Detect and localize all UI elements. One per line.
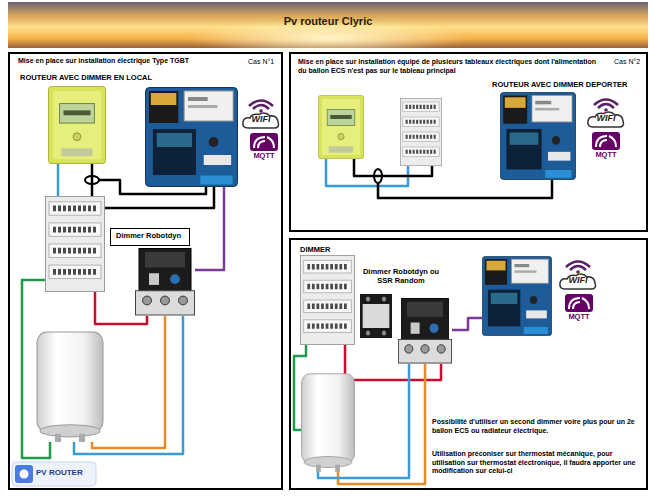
- case-number: Cas N°1: [248, 58, 280, 67]
- router-board: [500, 92, 575, 179]
- mqtt-icon: [592, 132, 620, 150]
- signal-wire: [195, 187, 224, 270]
- mqtt-label: MQTT: [243, 152, 285, 160]
- logo-badge: [12, 462, 96, 486]
- electrical-panel: [46, 196, 105, 291]
- electrical-panel: [300, 255, 354, 344]
- panel-subtitle: ROUTEUR AVEC DIMMER DEPORTER: [492, 80, 642, 89]
- signal-wire: [452, 318, 482, 330]
- energy-meter: [318, 95, 363, 158]
- energy-meter: [48, 86, 105, 163]
- case-panel: Mise en place sur installation électriqu…: [8, 52, 283, 490]
- mqtt-icon: [250, 133, 278, 151]
- wifi-label: WIFI: [558, 276, 598, 286]
- wire-black: [91, 164, 94, 196]
- ct-wire: [378, 180, 552, 198]
- water-heater: [37, 332, 103, 442]
- panel-heading: Mise en place sur installation électriqu…: [18, 57, 244, 66]
- wifi-label: WIFI: [586, 114, 626, 124]
- component-label: Dimmer Robotdyn ou SSR Random: [358, 267, 444, 285]
- dimmer-module: [136, 248, 195, 315]
- note-text: Possibilité d'utiliser un second dimmer …: [432, 418, 642, 435]
- wifi-label: WIFI: [241, 115, 281, 125]
- panel-subtitle: ROUTEUR AVEC DIMMER EN LOCAL: [20, 73, 220, 82]
- mqtt-label: MQTT: [585, 151, 627, 159]
- current-clamp: [374, 169, 382, 183]
- logo-icon: [15, 465, 33, 483]
- case-number: Cas N°2: [614, 58, 644, 67]
- label-box: Dimmer Robotdyn: [110, 228, 190, 246]
- router-board: [145, 88, 237, 187]
- panel-heading: Mise en place sur installation équipé de…: [298, 58, 604, 75]
- electrical-panel: [400, 98, 441, 165]
- case-panel: DIMMER Dimmer Robotdyn ou SSR RandomPossi…: [289, 238, 648, 490]
- logo-text: PV ROUTER: [36, 469, 94, 478]
- ssr-relay: [360, 294, 392, 338]
- current-clamp: [85, 176, 99, 184]
- mqtt-icon: [565, 294, 593, 312]
- dimmer-board: [482, 256, 551, 335]
- page-title: Pv routeur Clyric: [8, 15, 648, 27]
- wire-blue: [57, 164, 60, 196]
- water-heater: [302, 374, 355, 472]
- mqtt-label: MQTT: [558, 313, 600, 321]
- logo-sun: [20, 470, 29, 479]
- case-panel: Mise en place sur installation équipé de…: [289, 52, 648, 232]
- panel-heading: DIMMER: [300, 245, 380, 254]
- wire-black: [105, 187, 214, 208]
- dimmer-module: [398, 298, 451, 363]
- note-text: Utilisation préconiser sur thermostat mé…: [432, 450, 642, 476]
- wire-blue: [326, 159, 408, 186]
- box-label: Dimmer Robotdyn: [116, 231, 184, 240]
